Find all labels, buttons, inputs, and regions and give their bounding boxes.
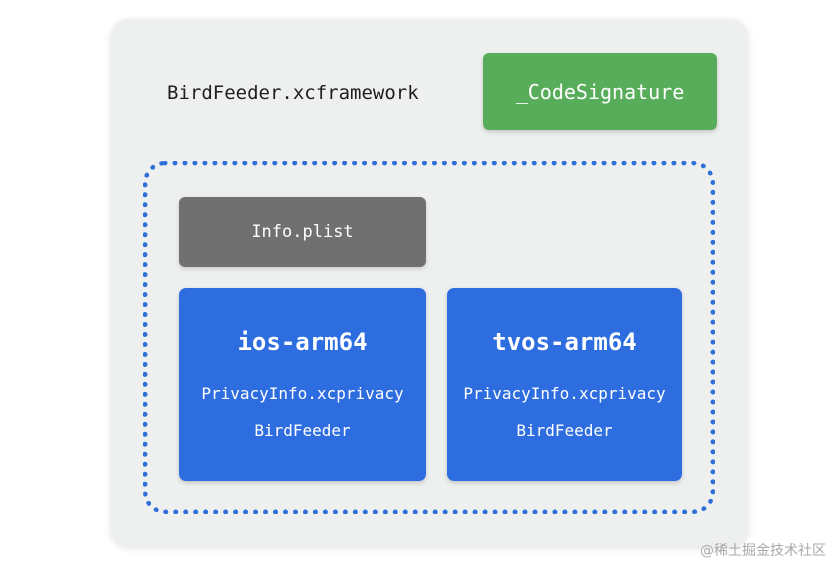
privacy-info-file: PrivacyInfo.xcprivacy [201, 384, 404, 403]
code-signature-label: _CodeSignature [515, 79, 685, 104]
ios-arm64-box: ios-arm64 PrivacyInfo.xcprivacy BirdFeed… [179, 288, 426, 481]
binary-file: BirdFeeder [516, 421, 613, 440]
contents-dotted-group [143, 161, 715, 514]
info-plist-box: Info.plist [179, 197, 426, 267]
privacy-info-file: PrivacyInfo.xcprivacy [463, 384, 666, 403]
architecture-name: ios-arm64 [237, 328, 368, 356]
tvos-arm64-box: tvos-arm64 PrivacyInfo.xcprivacy BirdFee… [447, 288, 682, 481]
framework-title: BirdFeeder.xcframework [167, 82, 419, 104]
architecture-name: tvos-arm64 [492, 328, 637, 356]
binary-file: BirdFeeder [254, 421, 351, 440]
code-signature-box: _CodeSignature [483, 53, 717, 130]
watermark: @稀土掘金技术社区 [700, 543, 826, 559]
info-plist-label: Info.plist [251, 222, 354, 242]
